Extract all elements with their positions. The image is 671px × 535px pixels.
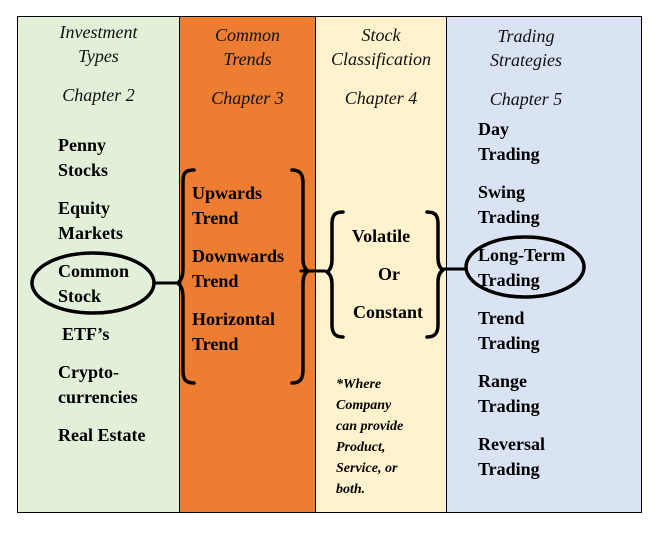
column-chapter-2: Chapter 2 — [62, 85, 135, 105]
column-chapter-3: Chapter 3 — [211, 88, 284, 108]
highlight-ellipse-long-term-trading — [464, 235, 586, 299]
column-stock-classification — [315, 16, 447, 513]
column-chapter-4: Chapter 4 — [344, 88, 418, 108]
item-constant: Constant — [352, 302, 423, 322]
brace-trends-open — [176, 168, 196, 385]
item-volatile: Volatile — [351, 226, 411, 246]
highlight-ellipse-common-stock — [30, 251, 156, 315]
brace-classification-open — [325, 210, 345, 339]
brace-trends-close — [290, 168, 310, 385]
column-trading-strategies — [446, 16, 642, 513]
column-common-trends — [179, 16, 316, 513]
item-cryptocurrencies: Crypto-currencies — [58, 362, 138, 407]
column-chapter-5: Chapter 5 — [489, 89, 563, 109]
item-etfs: ETF’s — [62, 324, 110, 344]
brace-classification-close — [425, 210, 445, 339]
item-or: Or — [378, 264, 400, 284]
item-real-estate: Real Estate — [58, 425, 146, 445]
